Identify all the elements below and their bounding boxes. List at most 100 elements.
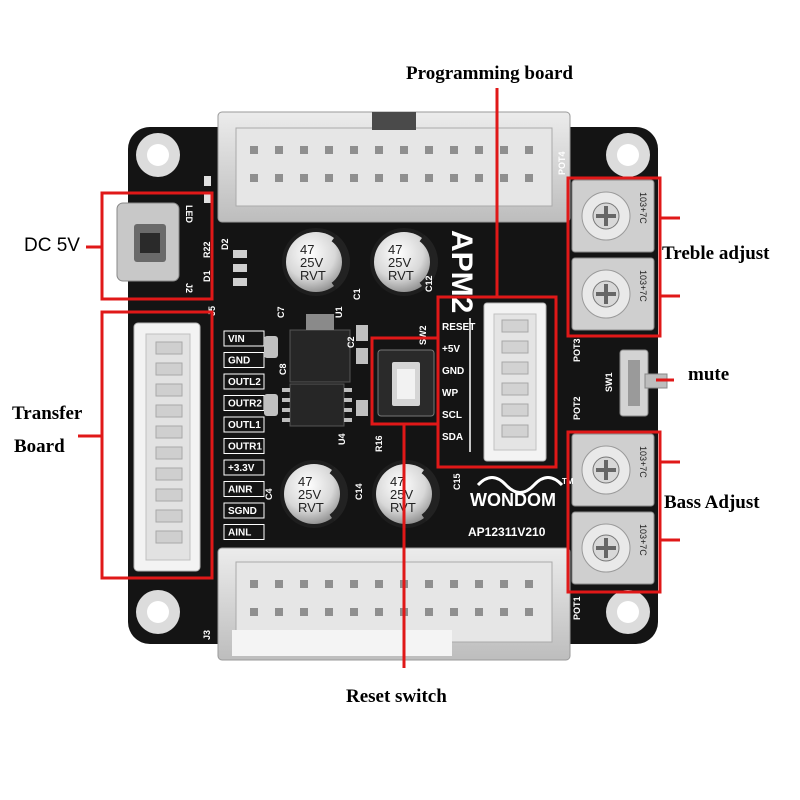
transfer-pin (155, 341, 183, 355)
header-pin (250, 146, 258, 154)
designator-pot2: POT2 (572, 396, 582, 420)
apm-mark: APM2 (445, 230, 478, 313)
header-pin (375, 146, 383, 154)
left-pin-label: OUTR2 (228, 399, 262, 410)
header-pin (300, 580, 308, 588)
left-pin-label: AINR (228, 485, 253, 496)
programming-board-label: Programming board (406, 63, 573, 84)
left-pin-label: OUTR1 (228, 442, 262, 453)
mounting-hole-top-right (606, 133, 650, 177)
header-pin (350, 580, 358, 588)
pin-label-box (223, 459, 265, 476)
smd-components (204, 176, 368, 416)
top-pin-header (217, 111, 571, 223)
potentiometer: 103+7C (571, 511, 655, 585)
header-pin (400, 174, 408, 182)
pin-label-box (223, 481, 265, 497)
left-pin-label: +3.3V (228, 463, 255, 474)
pin-label-box (223, 502, 265, 519)
header-pin (425, 608, 433, 616)
header-pin (500, 174, 508, 182)
model-number: AP12311V210 (468, 525, 546, 539)
programming-pin-label: SCL (442, 410, 462, 421)
designator-c7: C7 (276, 306, 286, 318)
ic-leg (344, 408, 352, 412)
header-pin (275, 608, 283, 616)
ic-leg (344, 398, 352, 402)
designator-c4: C4 (264, 488, 274, 500)
designator-c15: C15 (452, 473, 462, 490)
designator-led: LED (184, 205, 194, 224)
left-pin-label: AINL (228, 528, 251, 539)
header-pin (450, 580, 458, 588)
potentiometer: 103+7C (571, 433, 655, 507)
pin-label-box (223, 416, 265, 433)
transfer-pin (155, 488, 183, 502)
pin-label-box (223, 524, 265, 540)
header-pin (300, 174, 308, 182)
highlight-bass (566, 430, 662, 594)
capacitor-text: 25V (388, 255, 411, 270)
transfer-pin (155, 467, 183, 481)
pin-label-box (223, 438, 265, 454)
pot-text: 103+7C (638, 524, 648, 556)
designator-pot1: POT1 (572, 596, 582, 620)
mounting-hole-bottom-left (136, 590, 180, 634)
header-pin (525, 146, 533, 154)
programming-pin-label: SDA (442, 432, 463, 443)
mute-slide-switch (619, 349, 668, 417)
header-pin (425, 146, 433, 154)
capacitor-text: RVT (300, 268, 326, 283)
header-pin (325, 580, 333, 588)
designator-pot4: POT4 (557, 151, 567, 175)
header-pin (250, 580, 258, 588)
header-pin (300, 608, 308, 616)
programming-pin-label: GND (442, 366, 464, 377)
header-pin (475, 174, 483, 182)
header-pin (525, 580, 533, 588)
designator-r22: R22 (202, 241, 212, 258)
header-pin (475, 580, 483, 588)
transfer-board-label-line2: Board (14, 436, 65, 457)
mounting-hole-top-left (136, 133, 180, 177)
designator-sw1: SW1 (604, 372, 614, 392)
designator-pot3: POT3 (572, 338, 582, 362)
header-pin (350, 146, 358, 154)
header-pin (325, 608, 333, 616)
designator-c2: C2 (346, 336, 356, 348)
capacitor-text: RVT (298, 500, 324, 515)
reset-tact-switch (377, 349, 435, 417)
header-pin (325, 174, 333, 182)
micro-usb-connector (116, 202, 180, 282)
ic-u4 (282, 383, 352, 427)
header-pin (525, 608, 533, 616)
header-pin (525, 174, 533, 182)
transfer-pin (155, 509, 183, 523)
designator-sw2: SW2 (418, 325, 428, 345)
header-pin (425, 580, 433, 588)
potentiometer: 103+7C (571, 179, 655, 253)
designator-u1: U1 (334, 306, 344, 318)
capacitor-text: 25V (390, 487, 413, 502)
capacitor-text: 47 (390, 474, 404, 489)
left-pin-label: OUTL2 (228, 377, 261, 388)
header-pin (500, 608, 508, 616)
header-pin (450, 146, 458, 154)
transfer-pin (155, 362, 183, 376)
transfer-pin (155, 425, 183, 439)
header-pin (350, 174, 358, 182)
transfer-pin (155, 530, 183, 544)
header-pin (275, 146, 283, 154)
bass-adjust-label: Bass Adjust (664, 492, 760, 513)
header-pin (425, 174, 433, 182)
highlight-transfer-board (100, 310, 214, 580)
header-pin (450, 174, 458, 182)
mute-label: mute (688, 364, 730, 385)
ic-leg (282, 388, 290, 392)
programming-connector (483, 302, 547, 462)
transfer-board-connector (133, 322, 201, 572)
